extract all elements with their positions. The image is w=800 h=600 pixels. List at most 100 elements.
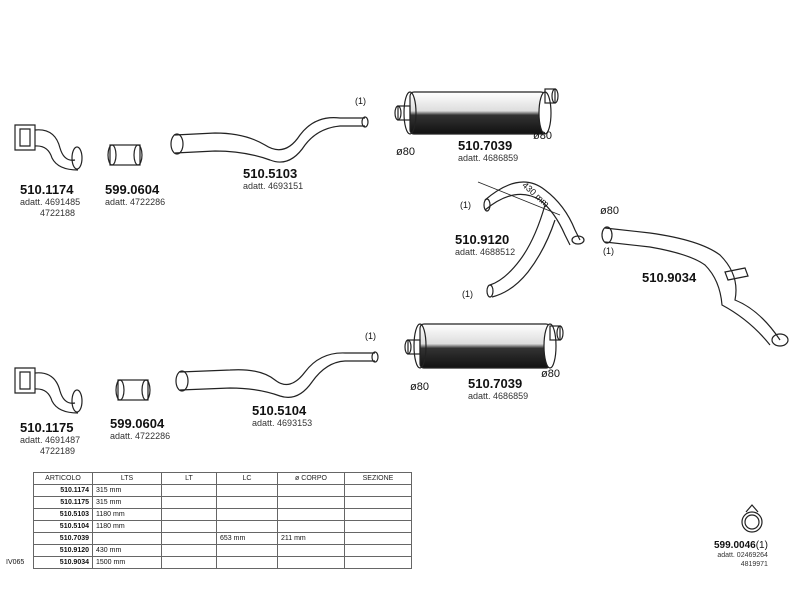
adatt-number: 4722286 [135,431,171,441]
elbow-flange-top [14,124,83,171]
table-cell [277,556,345,569]
adatt-number: 4722189 [40,446,76,456]
part-510-1174: 510.1174 adatt. 4691485 4722188 [20,182,80,219]
diameter-label: ø80 [410,381,429,393]
part-code: 510.9120 [455,232,510,247]
table-cell [161,520,217,533]
table-cell [161,496,217,509]
table-cell: 510.9120 [33,544,93,557]
adatt-number: 4722188 [40,208,76,218]
adatt-prefix: adatt. [468,391,491,401]
part-code: 510.1175 [20,420,74,435]
part-510-9034: 510.9034 [642,270,696,285]
table-cell: 510.1174 [33,484,93,497]
adatt-prefix: adatt. [252,418,275,428]
table-cell [344,484,412,497]
table-header-row: ARTICOLO LTS LT LC ø CORPO SEZIONE [33,472,412,485]
table-cell: 510.9034 [33,556,93,569]
part-adatt: adatt. 4686859 [468,391,528,402]
long-pipe [601,226,789,347]
part-510-9120: 510.9120 adatt. 4688512 [455,232,515,258]
part-adatt: adatt. 4686859 [458,153,518,164]
adatt-number: 02469264 [736,552,768,559]
adatt-number: 4686859 [483,153,519,163]
table-cell [161,484,217,497]
note-1: (1) [462,289,473,299]
table-cell: 1180 mm [92,508,162,521]
table-cell [161,508,217,521]
note-1: (1) [460,200,471,210]
diameter-label: ø80 [600,205,619,217]
table-cell: 653 mm [216,532,278,545]
part-599-0046: 599.0046(1) adatt. 02469264 4819971 [714,540,768,569]
part-adatt: adatt. 4691485 [20,197,80,208]
table-cell [344,496,412,509]
column-header: LT [161,472,217,485]
column-header: SEZIONE [344,472,412,485]
coupling-bottom [115,379,151,401]
table-cell: 430 mm [92,544,162,557]
table-cell [344,556,412,569]
note-1: (1) [365,331,376,341]
table-cell [277,544,345,557]
part-510-7039-top: 510.7039 adatt. 4686859 [458,138,518,164]
table-cell: 510.1175 [33,496,93,509]
table-cell [161,544,217,557]
part-adatt: adatt. 4693153 [252,418,312,429]
table-cell [344,532,412,545]
table-cell [277,520,345,533]
table-cell [161,532,217,545]
table-cell [277,496,345,509]
table-cell: 1500 mm [92,556,162,569]
adatt-number: 4688512 [480,247,516,257]
coupling-top [107,144,143,166]
column-header: LTS [92,472,162,485]
table-cell [92,532,162,545]
adatt-prefix: adatt. [455,247,478,257]
table-cell [216,556,278,569]
part-code: 510.5104 [252,403,307,418]
elbow-flange-bottom [14,367,83,414]
table-cell [344,520,412,533]
part-adatt: adatt. 4722286 [110,431,170,442]
adatt-number: 4693153 [277,418,313,428]
muffler-top [394,88,559,135]
table-cell: 315 mm [92,496,162,509]
note-1: (1) [603,246,614,256]
adatt-number: 4819971 [740,561,768,568]
table-cell [216,484,278,497]
table-cell [216,520,278,533]
part-code: 599.0046 [714,540,756,551]
adatt-prefix: adatt. [20,435,43,445]
page-code: IV065 [6,559,25,566]
table-cell [216,508,278,521]
y-pipe [477,181,585,298]
table-cell [277,508,345,521]
table-cell: 510.5103 [33,508,93,521]
part-code: 599.0604 [105,182,160,197]
adatt-prefix: adatt. [243,181,266,191]
table-cell: 510.7039 [33,532,93,545]
part-599-0604-top: 599.0604 adatt. 4722286 [105,182,165,208]
pipe-top [170,116,369,163]
part-note: (1) [755,540,768,551]
table-cell: 315 mm [92,484,162,497]
adatt-prefix: adatt. [458,153,481,163]
part-code: 599.0604 [110,416,165,431]
part-code: 510.5103 [243,166,298,181]
clamp [741,504,763,533]
adatt-prefix: adatt. [20,197,43,207]
adatt-prefix: adatt. [717,552,735,559]
column-header: ø CORPO [277,472,345,485]
table-cell: 211 mm [277,532,345,545]
table-cell [344,508,412,521]
part-adatt: adatt. 02469264 [714,551,768,560]
part-510-5104: 510.5104 adatt. 4693153 [252,403,312,429]
adatt-prefix: adatt. [105,197,128,207]
part-510-5103: 510.5103 adatt. 4693151 [243,166,303,192]
